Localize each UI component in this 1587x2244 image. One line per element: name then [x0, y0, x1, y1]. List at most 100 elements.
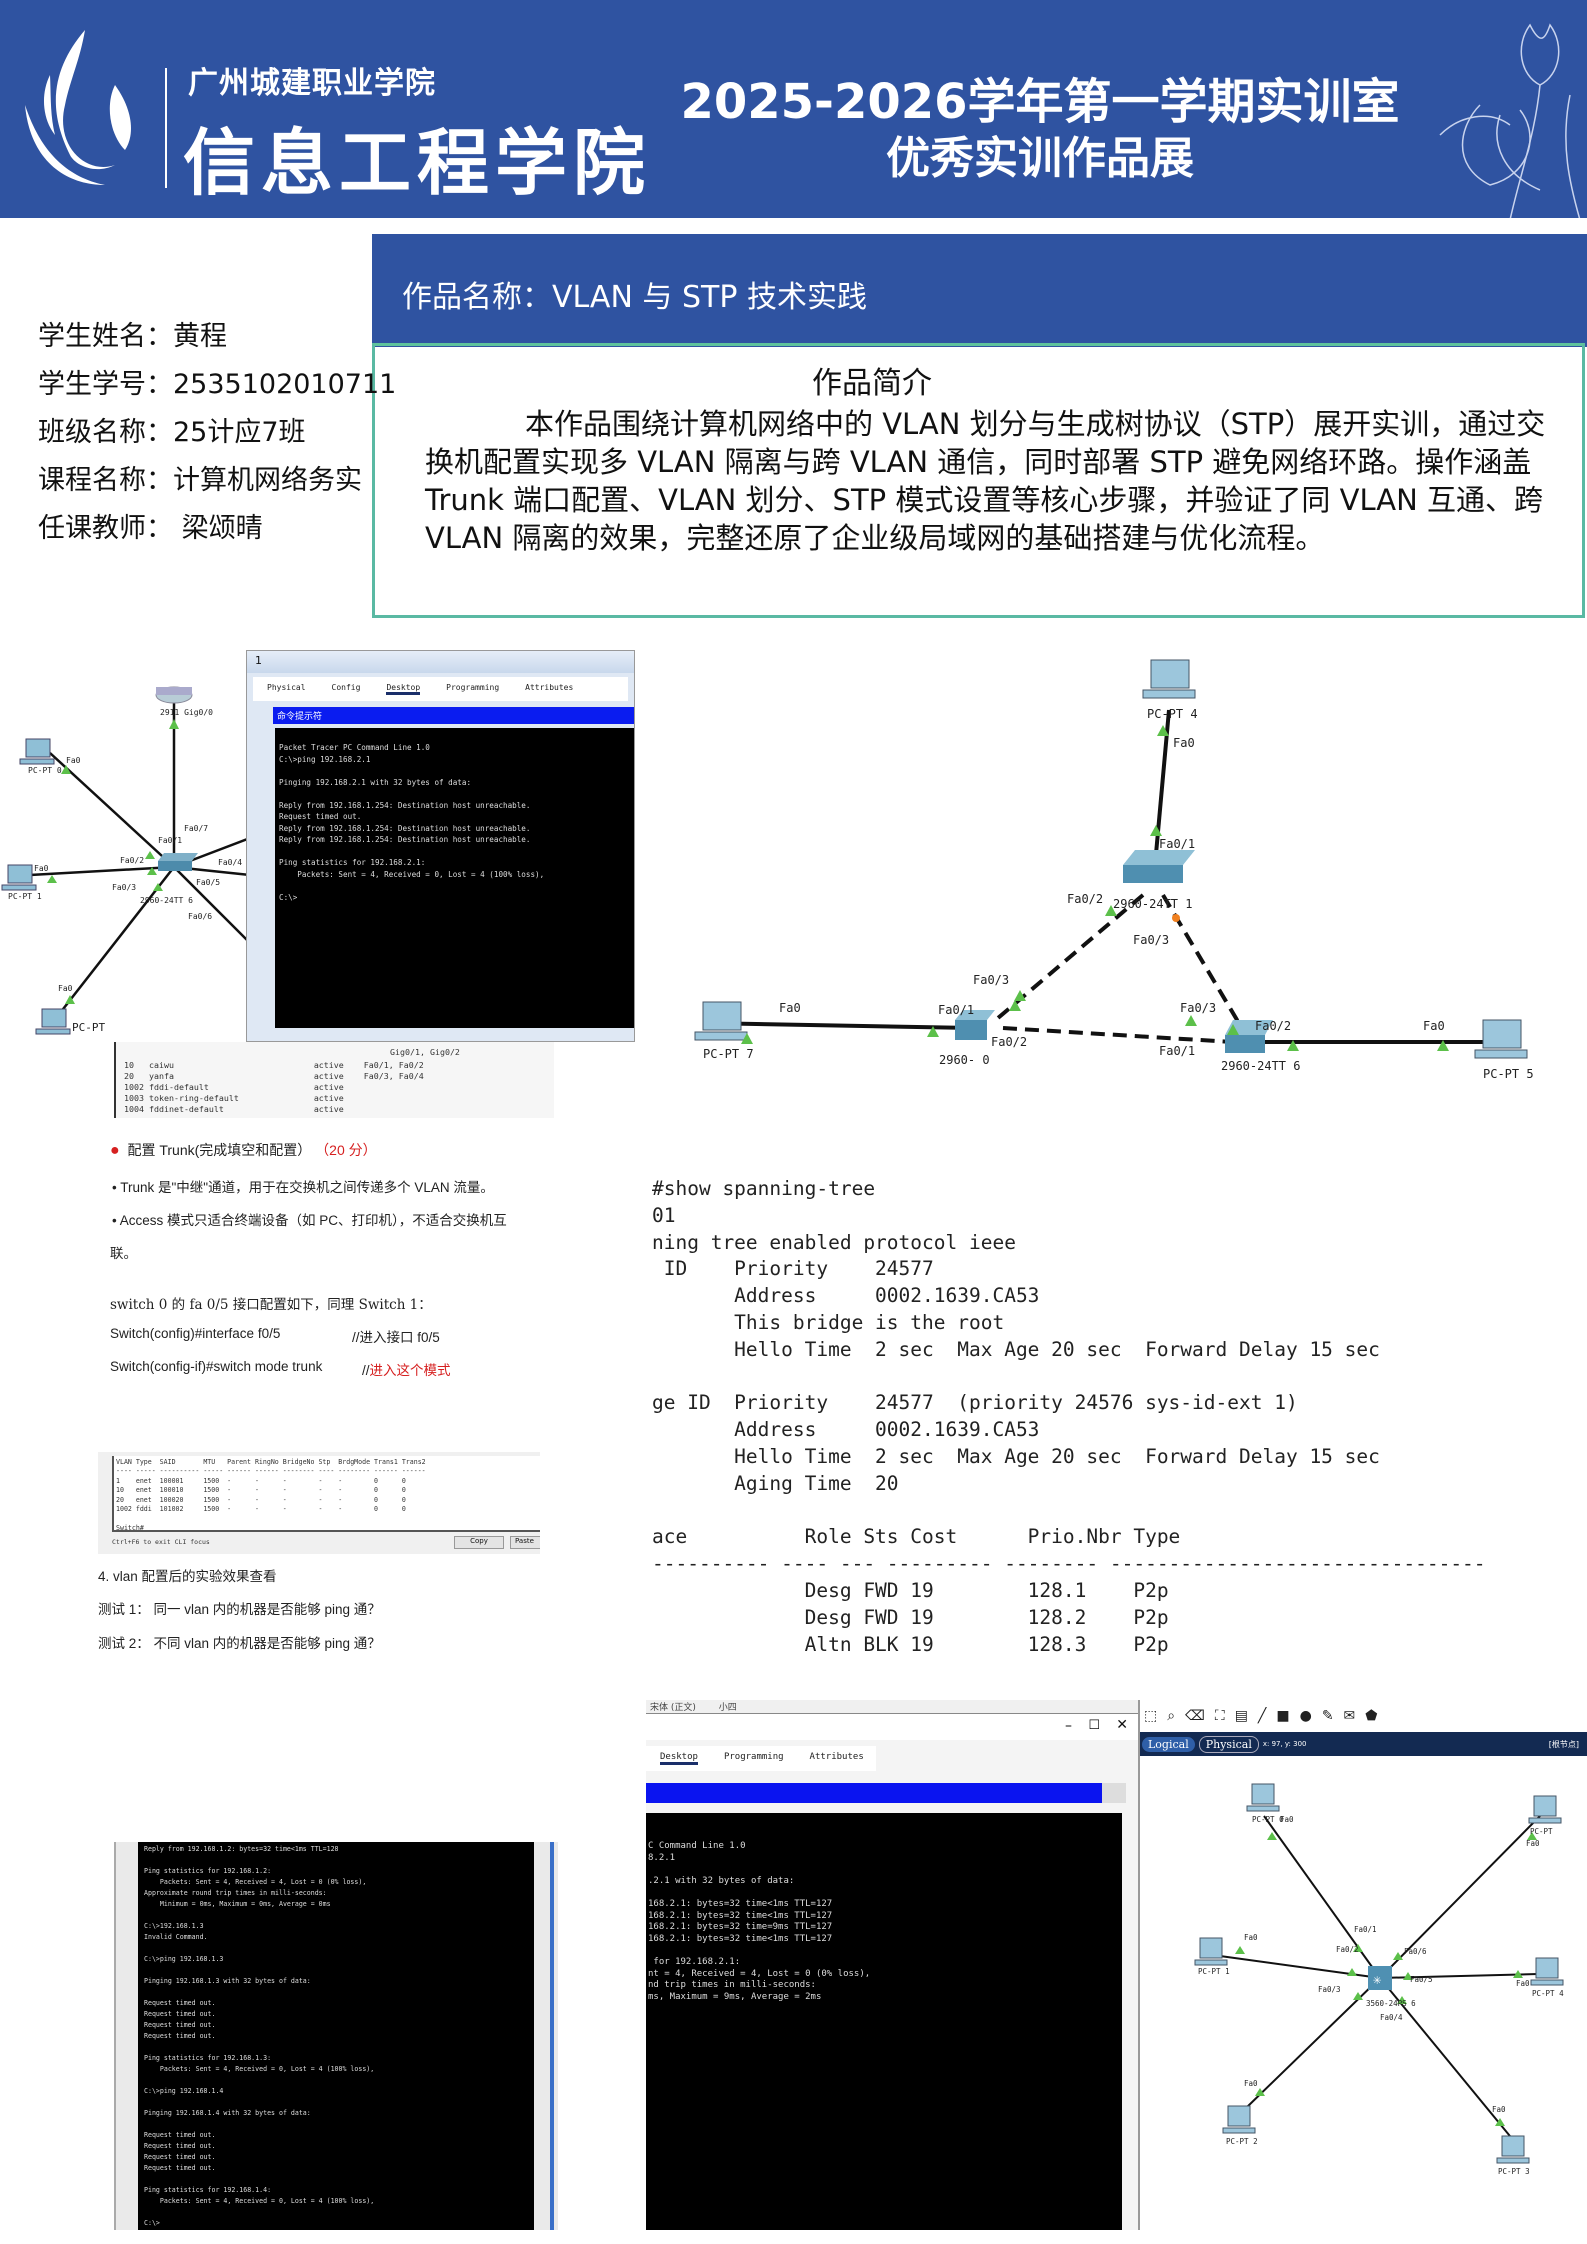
college-name: 信息工程学院 [183, 121, 652, 205]
zoom-icon[interactable]: ⌕ [1167, 1708, 1176, 1724]
svg-text:Fa0: Fa0 [1526, 1839, 1540, 1848]
switch-icon [955, 1010, 995, 1040]
svg-text:2960-24TT 1: 2960-24TT 1 [1113, 897, 1192, 911]
resize-icon[interactable]: ⛶ [1214, 1708, 1225, 1724]
poster-title-line1: 2025-2026学年第一学期实训室 [680, 74, 1400, 130]
pdu-icon[interactable]: ✉ [1343, 1708, 1356, 1724]
svg-text:Fa0: Fa0 [1280, 1815, 1294, 1824]
bullet-access: • Access 模式只适合终端设备（如 PC、打印机），不适合交换机互 [112, 1213, 507, 1228]
logical-tab[interactable]: Logical [1142, 1736, 1195, 1752]
svg-text:PC-PT 0: PC-PT 0 [28, 766, 62, 775]
svg-text:Fa0/2: Fa0/2 [1067, 892, 1103, 906]
svg-text:PC-PT 1: PC-PT 1 [1198, 1967, 1230, 1976]
svg-text:Fa0/2: Fa0/2 [991, 1035, 1027, 1049]
tab-desktop[interactable]: Desktop [660, 1752, 698, 1765]
svg-text:PC-PT 5: PC-PT 5 [1483, 1067, 1534, 1081]
line-icon[interactable]: ╱ [1257, 1708, 1267, 1724]
config-comment-1: //进入接口 f0/5 [352, 1330, 440, 1345]
svg-text:PC-PT 4: PC-PT 4 [1532, 1989, 1564, 1998]
select-icon[interactable]: ⬚ [1144, 1708, 1158, 1724]
svg-text:Fa0: Fa0 [66, 756, 81, 765]
work-title-bar [372, 234, 1587, 347]
svg-text:Fa0/4: Fa0/4 [218, 858, 242, 867]
svg-text:Fa0: Fa0 [58, 984, 73, 993]
bullet-access-cont: 联。 [110, 1246, 137, 1261]
terminal-output[interactable]: C Command Line 1.0 8.2.1 .2.1 with 32 by… [646, 1813, 1122, 2230]
pc-icon [1496, 2135, 1530, 2164]
ellipse-icon[interactable]: ● [1299, 1708, 1312, 1724]
svg-text:Fa0: Fa0 [34, 864, 49, 873]
svg-text:2911 Gig0/0: 2911 Gig0/0 [160, 708, 213, 717]
ping-success-window: 宋体 (正文) 小四 – ☐ ✕ Desktop Programming Att… [646, 1700, 1140, 2230]
topology-star-1: 2911 Gig0/0 2960-24TT 6 PC-PT 0 PC-PT 1 … [1, 686, 250, 1035]
svg-text:PC-PT 2: PC-PT 2 [1226, 2137, 1258, 2146]
svg-text:Fa0/1: Fa0/1 [1354, 1925, 1377, 1934]
class-name: 班级名称：25计应7班 [38, 417, 306, 448]
ping-test-window: Reply from 192.168.1.2: bytes=32 time<1m… [114, 1842, 558, 2230]
course-name: 课程名称：计算机网络务实 [38, 465, 362, 496]
complex-pdu-icon[interactable]: ⬟ [1365, 1708, 1378, 1724]
svg-text:Fa0/2: Fa0/2 [120, 856, 144, 865]
minimize-icon[interactable]: – [1065, 1718, 1072, 1734]
svg-text:2960-24TT 6: 2960-24TT 6 [140, 896, 193, 905]
svg-text:Fa0/3: Fa0/3 [973, 973, 1009, 987]
note-icon[interactable]: ▤ [1234, 1708, 1248, 1724]
terminal-output[interactable]: Reply from 192.168.1.2: bytes=32 time<1m… [138, 1842, 534, 2230]
tab-programming[interactable]: Programming [723, 1752, 784, 1762]
font-size-select[interactable]: 小四 [718, 1703, 737, 1713]
scrollbar[interactable] [550, 1842, 554, 2230]
topology-stp-triangle: PC-PT 4 PC-PT 7 PC-PT 5 2960-24TT 1 2960… [694, 659, 1534, 1081]
pc-icon [19, 738, 55, 765]
svg-text:PC-PT 4: PC-PT 4 [1147, 707, 1198, 721]
freehand-icon[interactable]: ✎ [1321, 1708, 1334, 1724]
tab-desktop[interactable]: Desktop [386, 683, 421, 695]
pc-icon [1528, 1795, 1562, 1824]
multilayer-switch-icon: ✳ [1368, 1966, 1392, 1990]
root-node-label: [根节点] [1548, 1739, 1579, 1749]
teacher-name: 任课教师： 梁颂晴 [38, 513, 263, 544]
pt-mode-bar: Logical Physical x: 97, y: 300 [根节点] [1140, 1732, 1587, 1756]
svg-text:Fa0/3: Fa0/3 [1318, 1985, 1341, 1994]
svg-text:Fa0/4: Fa0/4 [1380, 2013, 1403, 2022]
close-icon[interactable]: ✕ [1116, 1717, 1128, 1733]
terminal-output[interactable]: Packet Tracer PC Command Line 1.0 C:\>pi… [275, 728, 634, 1028]
switch-icon [158, 853, 198, 871]
intro-box [372, 343, 1585, 618]
svg-text:Fa0: Fa0 [1173, 736, 1195, 750]
svg-text:Fa0/6: Fa0/6 [188, 912, 212, 921]
bullet-dot-icon: ● [110, 1142, 120, 1159]
svg-text:Fa0/2: Fa0/2 [1336, 1945, 1359, 1954]
svg-text:Fa0: Fa0 [1423, 1019, 1445, 1033]
svg-text:Fa0/3: Fa0/3 [1133, 933, 1169, 947]
switch-intro: switch 0 的 fa 0/5 接口配置如下，同理 Switch 1： [110, 1297, 432, 1313]
svg-text:Fa0/5: Fa0/5 [1410, 1975, 1433, 1984]
config-line-2: Switch(config-if)#switch mode trunk [110, 1359, 323, 1374]
tab-physical[interactable]: Physical [267, 683, 306, 692]
pc-command-window: 1 Physical Config Desktop Programming At… [246, 650, 635, 1042]
spanning-tree-output: #show spanning-tree 01 ning tree enabled… [652, 1177, 1486, 1656]
student-name: 学生姓名：黄程 [38, 321, 227, 352]
svg-text:PC-PT 0: PC-PT 0 [1252, 1815, 1284, 1824]
svg-text:PC-PT: PC-PT [1530, 1827, 1553, 1836]
physical-tab[interactable]: Physical [1198, 1735, 1259, 1753]
window-title: 1 [247, 651, 634, 673]
packet-tracer-workspace: ⬚ ⌕ ⌫ ⛶ ▤ ╱ ■ ● ✎ ✉ ⬟ Logical Physical x: 97, y: 3… [1140, 1700, 1587, 2230]
config-line-1: Switch(config)#interface f0/5 [110, 1326, 281, 1341]
tab-programming[interactable]: Programming [446, 683, 500, 692]
switch-icon [1225, 1020, 1273, 1053]
font-select[interactable]: 宋体 (正文) [650, 1703, 696, 1713]
college-logo-icon [25, 30, 131, 185]
svg-text:Fa0: Fa0 [1516, 1979, 1530, 1988]
rectangle-icon[interactable]: ■ [1276, 1708, 1290, 1724]
poster-header: 广州城建职业学院 信息工程学院 2025-2026学年第一学期实训室 优秀实训作… [0, 0, 1587, 218]
svg-text:Fa0: Fa0 [1244, 2079, 1258, 2088]
tab-attributes[interactable]: Attributes [525, 683, 574, 692]
tab-config[interactable]: Config [331, 683, 361, 692]
trunk-heading: ● 配置 Trunk(完成填空和配置） （20 分） [110, 1142, 377, 1159]
copy-button[interactable]: Copy [454, 1536, 504, 1549]
svg-text:Fa0/3: Fa0/3 [1180, 1001, 1216, 1015]
maximize-icon[interactable]: ☐ [1088, 1718, 1100, 1733]
delete-icon[interactable]: ⌫ [1185, 1708, 1205, 1724]
tab-attributes[interactable]: Attributes [809, 1752, 864, 1762]
paste-button[interactable]: Paste [510, 1536, 540, 1549]
